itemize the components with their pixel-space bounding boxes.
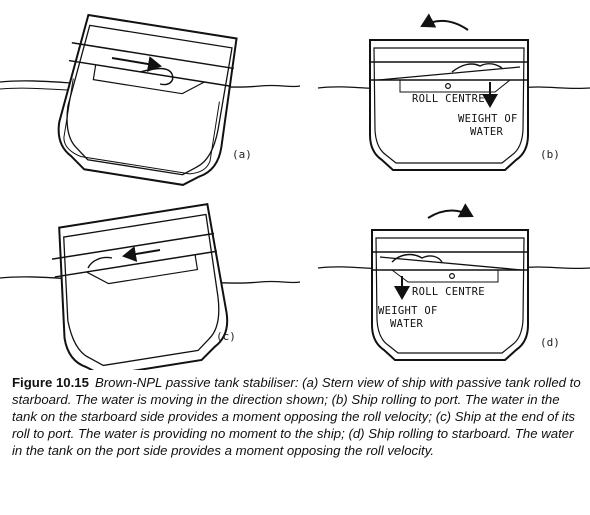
- ship-hull-c: [51, 203, 229, 370]
- ship-hull-b: [369, 39, 529, 171]
- panel-label-c: (c): [216, 330, 236, 343]
- weight-label-b-2: WATER: [470, 126, 503, 138]
- roll-direction-arrow-b: [420, 13, 469, 31]
- water-wave-c: [87, 256, 113, 269]
- panel-b: ROLL CENTRE WEIGHT OF WATER (b): [317, 13, 590, 171]
- roll-centre-point-d: [449, 273, 456, 280]
- caption-text: Brown-NPL passive tank stabiliser: (a) S…: [12, 375, 581, 458]
- water-surface-tank-d: [379, 256, 523, 271]
- panel-label-d: (d): [540, 336, 560, 349]
- panel-d: ROLL CENTRE WEIGHT OF WATER (d): [317, 203, 590, 361]
- roll-direction-arrow-d: [427, 203, 474, 219]
- weight-label-d-2: WATER: [390, 318, 423, 330]
- roll-centre-point-b: [445, 82, 452, 89]
- panel-a: (a): [0, 13, 301, 186]
- water-flow-arrow-c: [122, 246, 161, 262]
- weight-label-d-1: WEIGHT OF: [378, 305, 438, 317]
- panel-label-b: (b): [540, 148, 560, 161]
- diagram-svg: (a) ROLL CENTRE WEIGHT OF WATER (b) (c): [0, 13, 590, 370]
- water-wave-b: [451, 63, 503, 73]
- water-surface-tank-b: [377, 66, 521, 81]
- water-flow-arrow-a: [111, 56, 162, 72]
- ship-hull-a: [57, 13, 238, 186]
- panel-label-a: (a): [232, 148, 252, 161]
- weight-label-b-1: WEIGHT OF: [458, 113, 518, 125]
- diagram-figure: (a) ROLL CENTRE WEIGHT OF WATER (b) (c): [0, 13, 590, 370]
- panel-c: (c): [0, 203, 301, 370]
- water-wave-d: [391, 253, 443, 263]
- ship-hull-d: [371, 229, 529, 361]
- roll-centre-label-b: ROLL CENTRE: [412, 93, 485, 105]
- figure-number: Figure 10.15: [12, 375, 89, 390]
- roll-centre-label-d: ROLL CENTRE: [412, 286, 485, 298]
